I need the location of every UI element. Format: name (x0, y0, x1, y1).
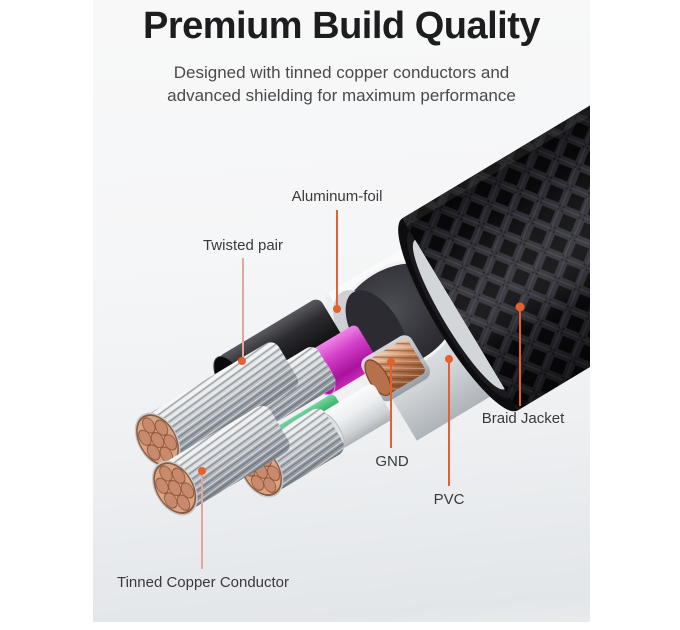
label-pvc: PVC (433, 491, 465, 508)
leader-pvc (445, 355, 453, 486)
product-infographic-panel: Premium Build Quality Designed with tinn… (93, 0, 590, 622)
gnd-wire-graphic (361, 335, 430, 402)
label-tinned-copper-conductor: Tinned Copper Conductor (116, 574, 290, 591)
leader-twisted-pair (238, 258, 246, 365)
leader-lines (198, 210, 525, 569)
subtitle-line-1: Designed with tinned copper conductors a… (173, 63, 510, 82)
tinned-conductor-graphic (125, 342, 299, 476)
leader-gnd (387, 358, 395, 448)
label-braid-jacket: Braid Jacket (481, 410, 565, 427)
cable-cutaway-illustration (125, 12, 590, 569)
subtitle-line-2: advanced shielding for maximum performan… (167, 86, 516, 106)
leader-aluminum-foil (333, 210, 341, 313)
label-aluminum-foil: Aluminum-foil (291, 188, 383, 205)
label-gnd: GND (375, 453, 409, 470)
tinned-conductor-graphic (142, 405, 290, 524)
leader-tinned-copper (198, 467, 206, 569)
leader-braid-jacket (515, 302, 525, 406)
subtitle: Designed with tinned copper conductors a… (93, 61, 590, 108)
tinned-conductor-graphic (230, 408, 344, 506)
braid-jacket-graphic (398, 12, 590, 412)
page-title: Premium Build Quality (142, 5, 541, 47)
label-twisted-pair: Twisted pair (202, 237, 284, 254)
cable-graphic (125, 12, 590, 524)
